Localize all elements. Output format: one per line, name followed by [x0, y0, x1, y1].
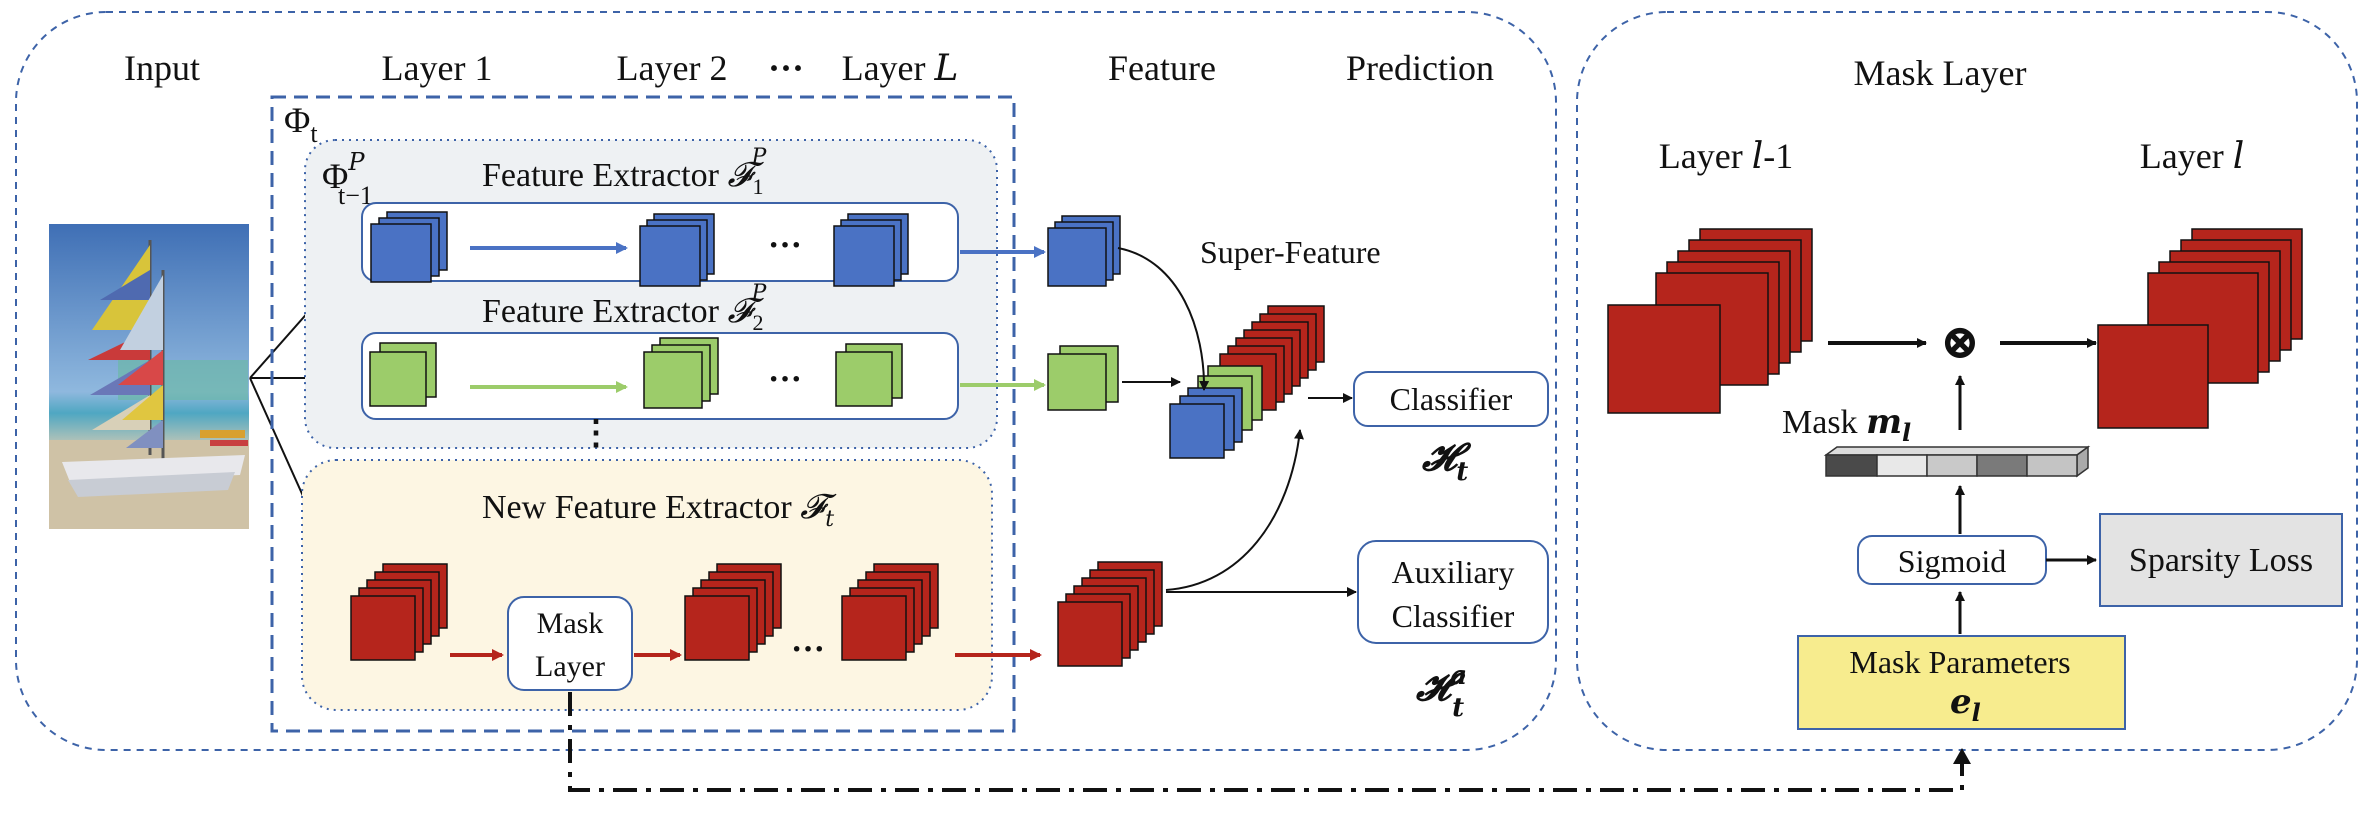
mask-parameters-label: Mask Parameters [1849, 644, 2070, 680]
header-input: Input [124, 48, 200, 88]
mask-cell-2 [1876, 454, 1928, 477]
mask-m-label: Mask ml [1782, 402, 1911, 447]
mask-panel-left-suffix: -1 [1763, 136, 1793, 176]
extractor2-sup: P [751, 281, 768, 306]
ex2-dots: ··· [768, 361, 802, 398]
new-layer2-stack [684, 563, 782, 661]
extractor2-label: Feature Extractor [482, 293, 727, 330]
phi-prev-base: Φ [322, 156, 348, 196]
phi-t-base: Φ [284, 100, 310, 140]
classifier-box [1353, 371, 1549, 427]
mask-parameters-box [1797, 635, 2126, 730]
mask-m-var: m [1866, 402, 1902, 442]
vertical-dots: ⋮ [579, 415, 613, 452]
new-extractor-title: New Feature Extractor 𝓕t [482, 487, 837, 532]
aux-classifier-line1: Auxiliary [1392, 554, 1515, 590]
mask-panel-right-prefix: Layer [2140, 136, 2233, 176]
phi-t-box [270, 95, 1016, 733]
extractor1-sup: P [751, 145, 768, 170]
new-dots: ··· [791, 631, 825, 668]
curve-blue-to-super [1117, 247, 1210, 391]
ex1-layer2-stack [639, 213, 715, 287]
super-feature-label: Super-Feature [1200, 234, 1381, 270]
phi-prev-sup: P [347, 148, 365, 176]
mask-cell-4 [1976, 454, 2028, 477]
aux-classifier-sub: t [1452, 693, 1464, 723]
extractor1-sub: 1 [753, 174, 764, 199]
otimes-icon: ⊗ [1940, 316, 1980, 369]
extractor2-title: Feature Extractor 𝓕2P [482, 281, 768, 335]
classifier-symbol: 𝓗t [1422, 434, 1472, 487]
header-layer1: Layer 1 [382, 48, 493, 88]
mask-panel-right-label: Layer l [2140, 136, 2244, 177]
aux-classifier-line2: Classifier [1392, 598, 1515, 634]
ex1-layer1-stack [370, 211, 448, 283]
sigmoid-label: Sigmoid [1898, 543, 2006, 579]
feature-blue-stack [1047, 215, 1121, 287]
mask-panel-left-var: l [1752, 136, 1764, 177]
mask-vector [1823, 445, 2091, 478]
mask-panel-title: Mask Layer [1854, 53, 2027, 93]
feature-red-stack [1057, 561, 1163, 667]
new-layer1-stack [350, 563, 448, 661]
dashdot-arrowhead [1953, 748, 1971, 764]
mask-layer-box-line2: Layer [535, 650, 605, 683]
sparsity-loss-box [2099, 513, 2343, 607]
header-layerL: Layer L [842, 48, 959, 89]
new-extractor-sub: t [825, 507, 834, 532]
mask-layer-box [507, 596, 633, 691]
super-feature-stack [1169, 305, 1325, 459]
new-extractor-label: New Feature Extractor [482, 489, 800, 526]
aux-classifier-sup: a [1450, 661, 1467, 691]
header-prediction: Prediction [1346, 48, 1494, 88]
mask-layer-box-line1: Mask [537, 607, 604, 640]
extractor1-title: Feature Extractor 𝓕1P [482, 145, 768, 199]
sparsity-loss-label: Sparsity Loss [2129, 542, 2313, 579]
dashdot-connector [568, 692, 1964, 792]
extractor1-label: Feature Extractor [482, 157, 727, 194]
header-dots: ··· [768, 48, 804, 88]
mask-m-prefix: Mask [1782, 404, 1866, 441]
ex2-layer2-stack [643, 337, 719, 409]
mask-parameters-sub: l [1972, 698, 1981, 727]
ex2-layerL-stack [835, 343, 903, 407]
mask-cell-1 [1825, 454, 1878, 477]
mask-m-sub: l [1902, 418, 1911, 447]
left-panel [15, 11, 1557, 751]
new-extractor-region [301, 459, 993, 711]
header-layerL-var: L [934, 48, 959, 89]
mask-cell-3 [1926, 454, 1978, 477]
phi-t-sub: t [310, 119, 318, 148]
header-layer2: Layer 2 [617, 48, 728, 88]
mask-panel-input-stack [1607, 228, 1813, 414]
classifier-sub: t [1456, 457, 1468, 487]
input-image [49, 224, 249, 529]
phi-t-label: Φt [284, 100, 318, 148]
mask-parameters-symbol: el [1950, 682, 1981, 727]
header-layerL-prefix: Layer [842, 48, 935, 88]
mask-cell-5 [2026, 454, 2078, 477]
mask-panel-output-stack [2097, 228, 2303, 429]
mask-parameters-var: e [1950, 682, 1972, 722]
mask-layer-panel [1576, 11, 2358, 751]
aux-classifier-box [1357, 540, 1549, 644]
mask-panel-left-label: Layer l-1 [1659, 136, 1793, 177]
new-layerL-stack [841, 563, 939, 661]
extractor2-sub: 2 [753, 310, 764, 335]
ex2-layer1-stack [369, 342, 437, 407]
mask-panel-right-var: l [2233, 136, 2245, 177]
curve-red-to-super [1165, 429, 1304, 591]
header-feature: Feature [1108, 48, 1216, 88]
feature-green-stack [1047, 345, 1119, 411]
ex1-layerL-stack [833, 213, 909, 287]
classifier-label: Classifier [1390, 381, 1513, 417]
ex1-dots: ··· [768, 227, 802, 264]
mask-panel-left-prefix: Layer [1659, 136, 1752, 176]
